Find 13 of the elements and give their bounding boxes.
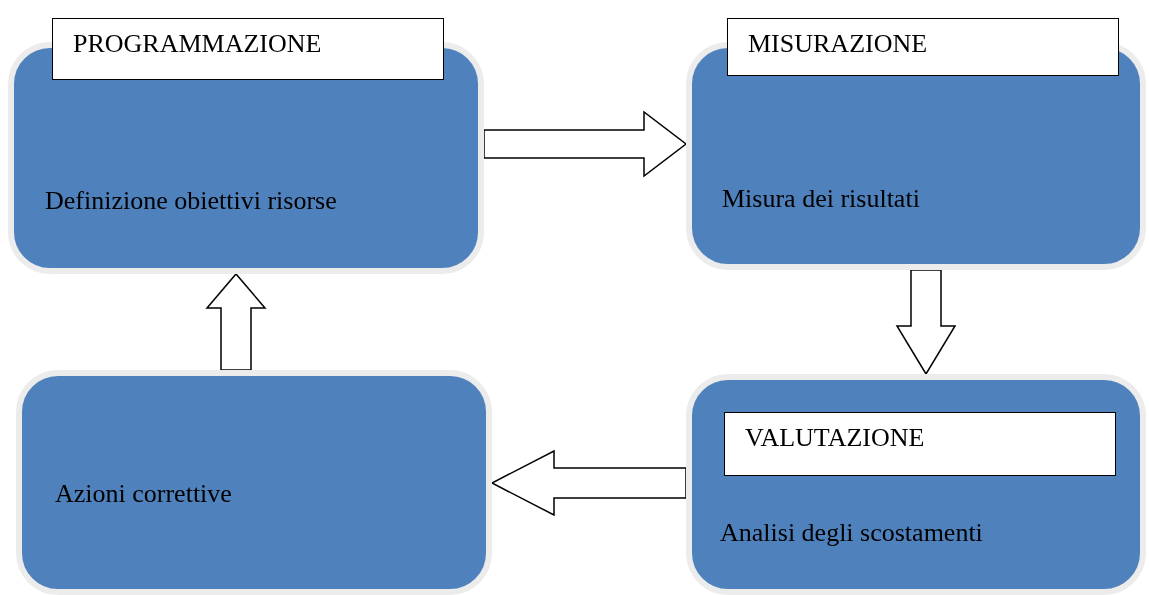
block-arrow: [205, 272, 267, 371]
heading-label: PROGRAMMAZIONE: [52, 18, 444, 80]
box-text: Misura dei risultati: [722, 184, 920, 214]
box-text: Definizione obiettivi risorse: [45, 186, 337, 216]
block-arrow: [483, 110, 688, 178]
process-box: [16, 370, 492, 595]
heading-label: MISURAZIONE: [727, 18, 1119, 76]
process-box: [686, 374, 1146, 595]
box-text: Analisi degli scostamenti: [720, 518, 983, 548]
block-arrow: [895, 269, 957, 376]
heading-label: VALUTAZIONE: [724, 412, 1116, 476]
box-text: Azioni correttive: [55, 479, 232, 509]
block-arrow: [490, 449, 687, 517]
